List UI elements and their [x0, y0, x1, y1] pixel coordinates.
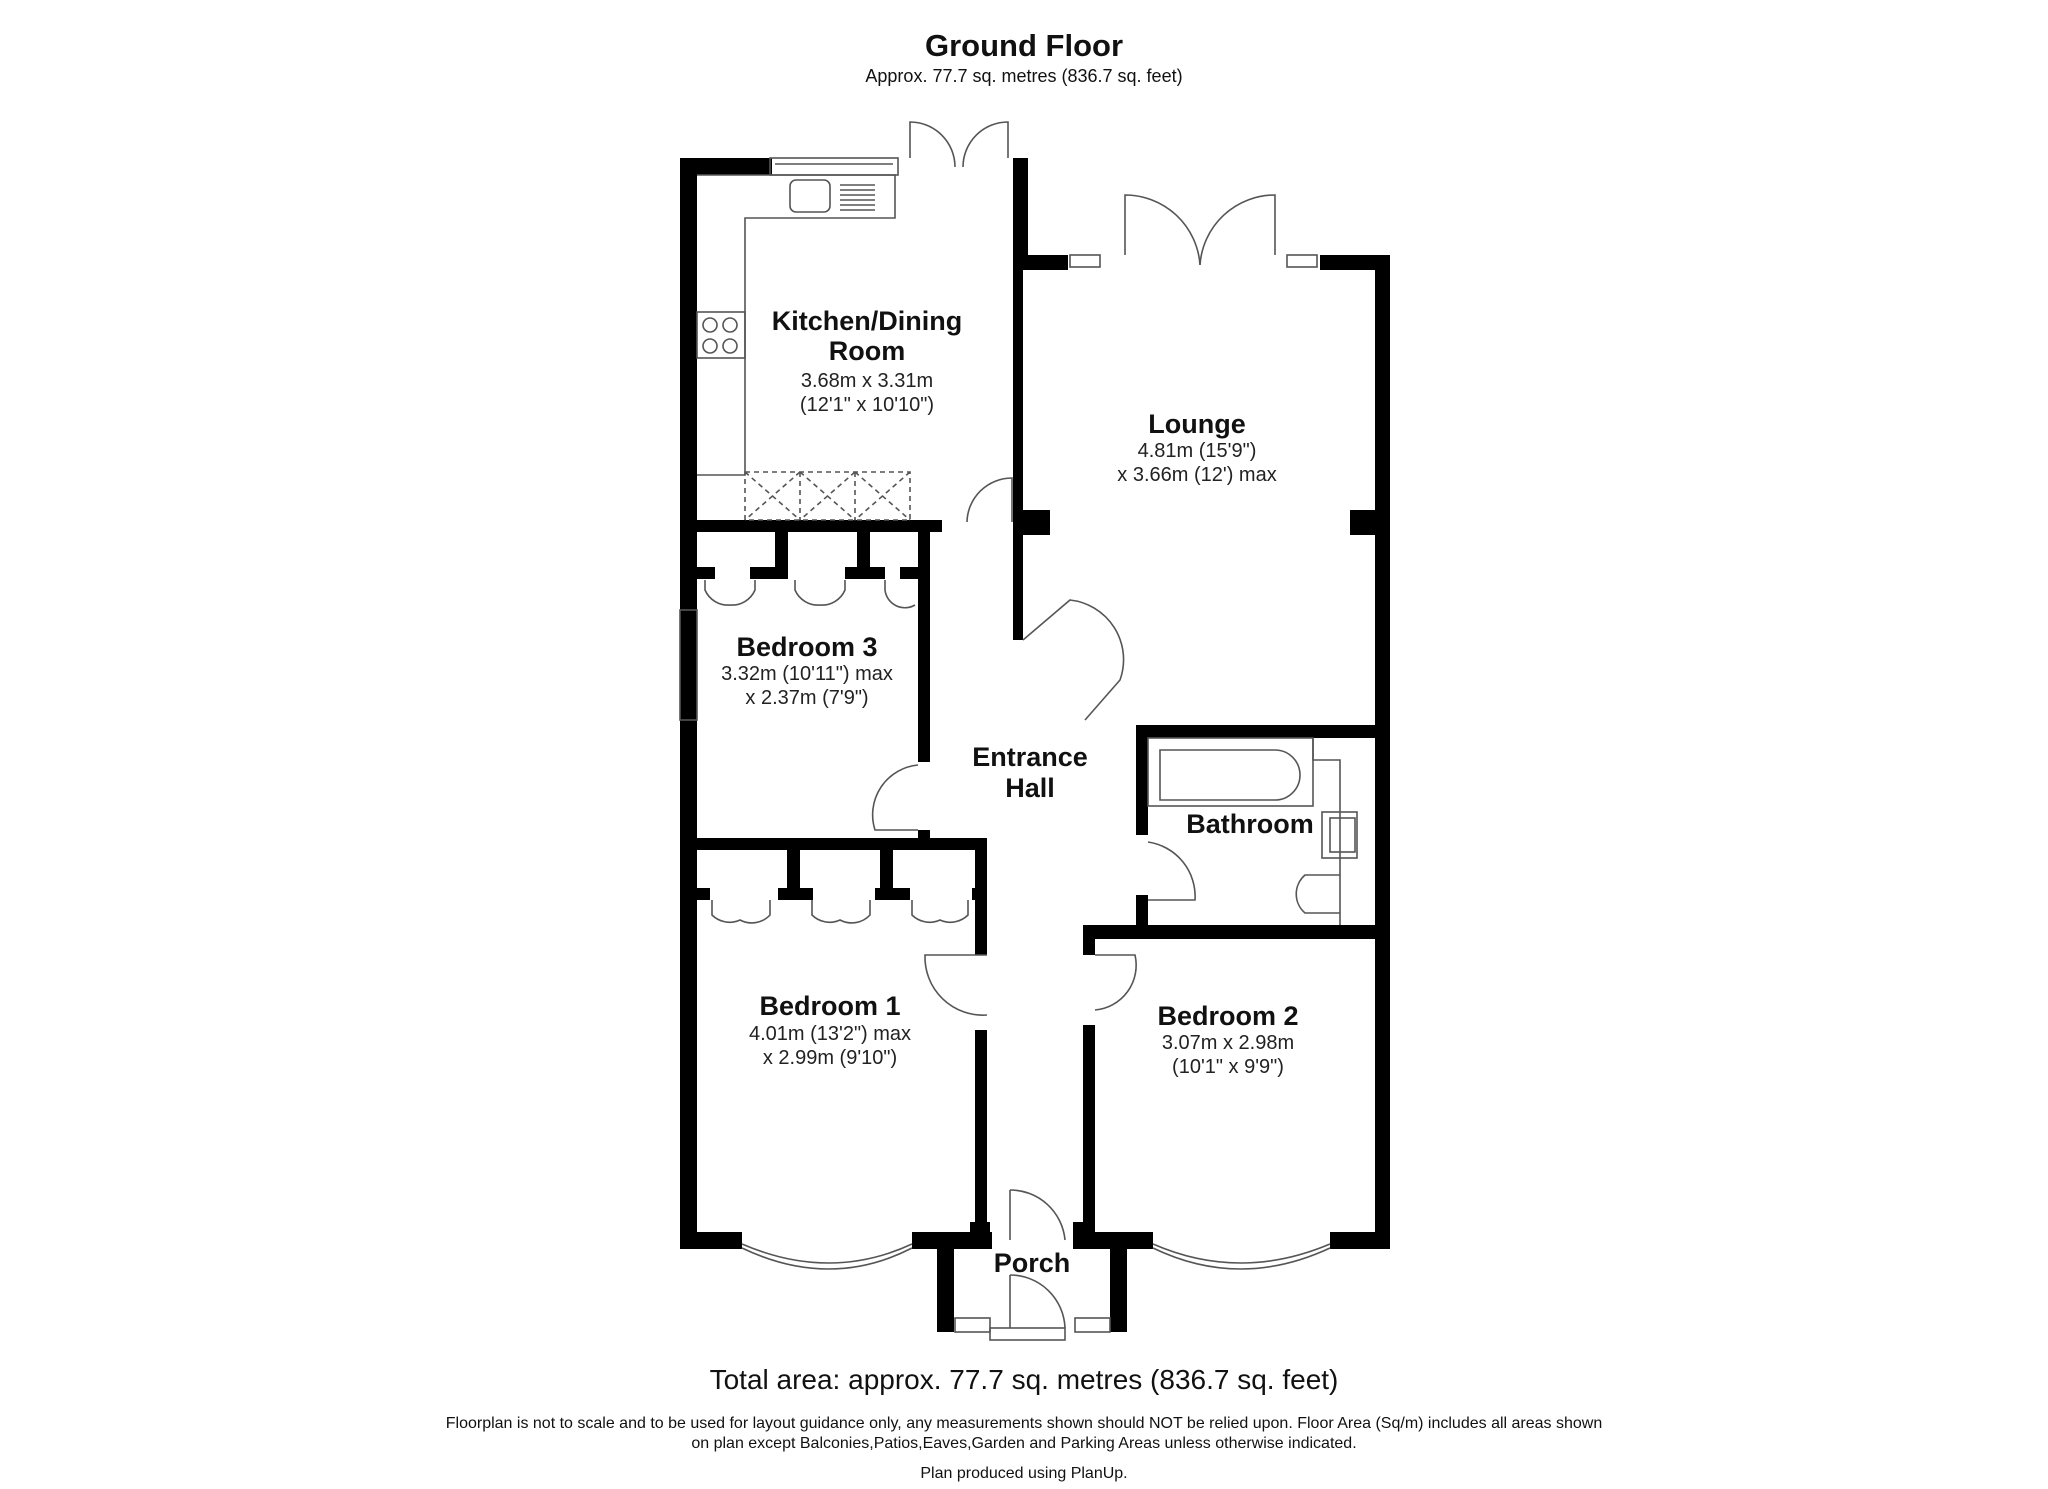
room-name: Lounge — [1148, 409, 1245, 439]
room-dimensions-imperial: x 2.37m (7'9") — [745, 687, 868, 709]
room-dimensions: 3.68m x 3.31m — [801, 370, 933, 392]
room-dimensions-imperial: (12'1" x 10'10") — [800, 394, 934, 416]
room-bedroom-3: Bedroom 3 3.32m (10'11") max x 2.37m (7'… — [721, 632, 893, 709]
walls — [680, 158, 1390, 1332]
room-dimensions: 4.01m (13'2") max — [749, 1023, 911, 1045]
room-porch: Porch — [994, 1248, 1071, 1278]
disclaimer-line-1: Floorplan is not to scale and to be used… — [445, 1415, 1603, 1432]
room-name-line2: Hall — [1005, 773, 1055, 803]
room-dimensions-imperial: x 2.99m (9'10") — [763, 1047, 897, 1069]
room-name-line2: Room — [829, 336, 906, 366]
plan-credit: Plan produced using PlanUp. — [920, 1465, 1128, 1482]
room-kitchen-dining: Kitchen/Dining Room 3.68m x 3.31m (12'1"… — [772, 306, 963, 416]
room-name: Bedroom 2 — [1157, 1001, 1298, 1031]
room-labels: Kitchen/Dining Room 3.68m x 3.31m (12'1"… — [721, 306, 1314, 1278]
room-name: Kitchen/Dining — [772, 306, 963, 336]
floor-area-subtitle: Approx. 77.7 sq. metres (836.7 sq. feet) — [865, 66, 1183, 86]
room-bedroom-1: Bedroom 1 4.01m (13'2") max x 2.99m (9'1… — [749, 991, 911, 1069]
fixtures — [679, 121, 1358, 1341]
room-dimensions: 3.07m x 2.98m — [1162, 1032, 1294, 1054]
room-bedroom-2: Bedroom 2 3.07m x 2.98m (10'1" x 9'9") — [1157, 1001, 1298, 1078]
total-area: Total area: approx. 77.7 sq. metres (836… — [709, 1364, 1339, 1395]
room-name: Bedroom 3 — [736, 632, 877, 662]
room-bathroom: Bathroom — [1186, 809, 1314, 839]
room-dimensions: 4.81m (15'9") — [1138, 440, 1257, 462]
floor-title: Ground Floor — [924, 28, 1124, 63]
room-dimensions: 3.32m (10'11") max — [721, 663, 893, 685]
room-name: Bedroom 1 — [759, 991, 900, 1021]
room-dimensions-imperial: x 3.66m (12') max — [1117, 464, 1276, 486]
room-entrance-hall: Entrance Hall — [972, 742, 1088, 803]
room-name: Bathroom — [1186, 809, 1314, 839]
room-name: Porch — [994, 1248, 1071, 1278]
disclaimer: Floorplan is not to scale and to be used… — [0, 1414, 2048, 1454]
room-lounge: Lounge 4.81m (15'9") x 3.66m (12') max — [1117, 409, 1276, 486]
room-dimensions-imperial: (10'1" x 9'9") — [1172, 1056, 1284, 1078]
room-name: Entrance — [972, 742, 1088, 772]
disclaimer-line-2: on plan except Balconies,Patios,Eaves,Ga… — [691, 1435, 1357, 1452]
